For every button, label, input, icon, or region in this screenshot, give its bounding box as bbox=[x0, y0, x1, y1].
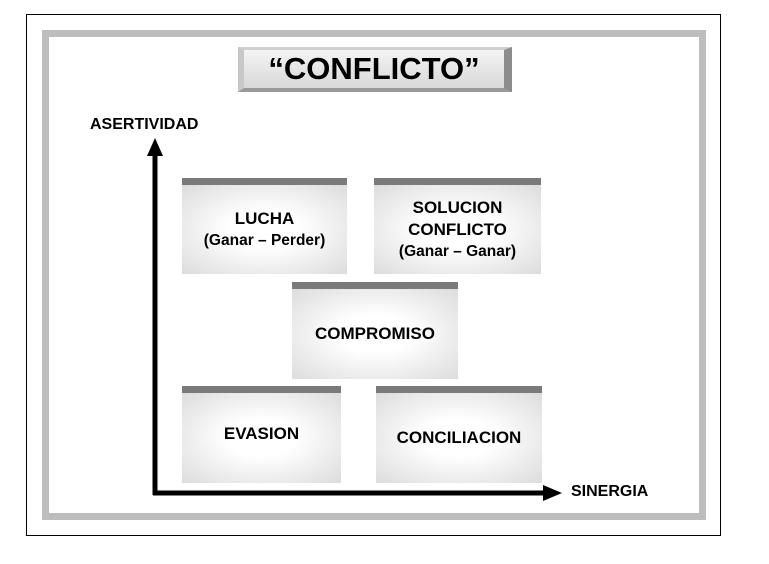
box-compromiso: COMPROMISO bbox=[292, 282, 458, 379]
box-evasion: EVASION bbox=[182, 386, 341, 483]
y-axis-label: ASERTIVIDAD bbox=[90, 116, 199, 133]
evasion-title: EVASION bbox=[223, 424, 300, 443]
solucion-subtitle: (Ganar – Ganar) bbox=[398, 242, 517, 260]
inner-border bbox=[42, 30, 706, 520]
conciliacion-title: CONCILIACION bbox=[396, 428, 522, 447]
lucha-title: LUCHA bbox=[234, 208, 295, 228]
x-axis-label: SINERGIA bbox=[571, 483, 649, 500]
compromiso-title: COMPROMISO bbox=[315, 324, 435, 343]
box-solucion-conflicto: SOLUCION CONFLICTO (Ganar – Ganar) bbox=[374, 178, 541, 274]
diagram-title: “CONFLICTO” bbox=[238, 47, 512, 92]
solucion-title-2: CONFLICTO bbox=[408, 219, 507, 239]
outer-frame bbox=[26, 14, 721, 536]
lucha-subtitle: (Ganar – Perder) bbox=[203, 231, 326, 249]
x-axis-arrowhead bbox=[543, 485, 562, 501]
box-conciliacion: CONCILIACION bbox=[376, 386, 542, 483]
y-axis-arrowhead bbox=[147, 138, 163, 156]
solucion-title-1: SOLUCION bbox=[412, 197, 503, 217]
box-lucha: LUCHA (Ganar – Perder) bbox=[182, 178, 347, 274]
